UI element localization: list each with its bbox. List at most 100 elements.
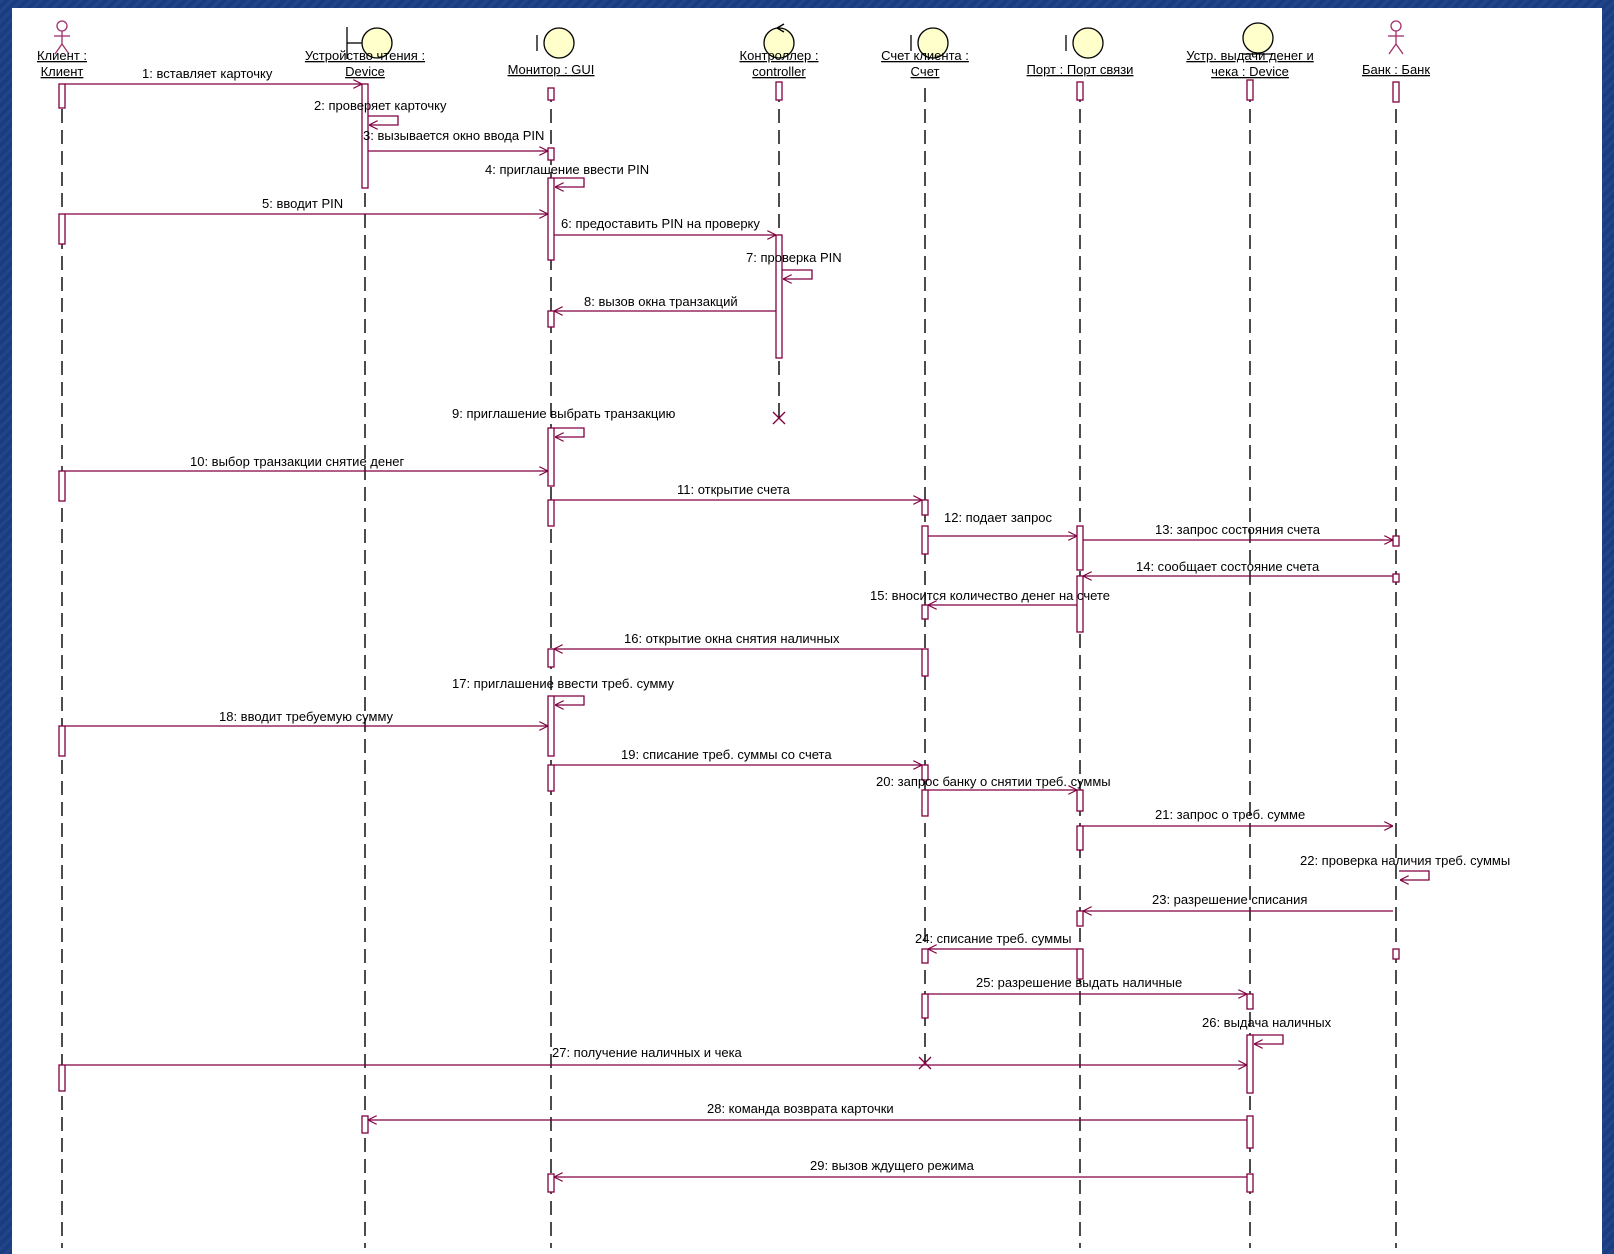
activation-monitor [547,648,555,668]
activation-dispenser [1246,79,1254,101]
activation-port [1076,575,1084,633]
actor-icon [1388,20,1404,55]
message-label: 8: вызов окна транзакций [584,294,738,309]
lifeline-name: Клиент [41,64,84,79]
activation-bank [1392,535,1400,547]
lifelines-layer [61,88,1397,1248]
lifeline-name: Клиент : [37,48,87,63]
message-13: 13: запрос состояния счета [1083,522,1393,540]
activation-port [1076,825,1084,851]
activation-monitor [547,764,555,792]
message-label: 23: разрешение списания [1152,892,1307,907]
message-label: 9: приглашение выбрать транзакцию [452,406,676,421]
message-14: 14: сообщает состояние счета [1083,559,1393,576]
boundary-icon [1065,27,1104,59]
message-label: 5: вводит PIN [262,196,343,211]
message-24: 24: списание треб. суммы [915,931,1077,949]
activation-account [921,789,929,817]
activation-monitor [547,147,555,161]
message-2: 2: проверяет карточку [314,98,447,125]
activation-bank [1392,81,1400,103]
boundary-icon [536,27,575,59]
message-label: 28: команда возврата карточки [707,1101,894,1116]
activation-monitor [547,427,555,487]
message-label: 22: проверка наличия треб. суммы [1300,853,1510,868]
lifeline-name: Банк : Банк [1362,62,1430,77]
message-arrow [554,427,585,437]
lifeline-name: чека : Device [1211,64,1289,79]
lifeline-head-client: Клиент :Клиент [37,20,87,79]
message-21: 21: запрос о треб. сумме [1083,807,1393,826]
lifeline-name: Device [345,64,385,79]
activation-port [1076,948,1084,980]
message-22: 22: проверка наличия треб. суммы [1300,853,1510,880]
message-label: 18: вводит требуемую сумму [219,709,394,724]
activation-dispenser [1246,1115,1254,1149]
message-8: 8: вызов окна транзакций [554,294,776,311]
activation-dispenser [1246,993,1254,1010]
message-23: 23: разрешение списания [1083,892,1393,911]
message-6: 6: предоставить PIN на проверку [554,216,776,235]
message-label: 27: получение наличных и чека [552,1045,743,1060]
activation-port [1076,525,1084,571]
message-9: 9: приглашение выбрать транзакцию [452,406,676,437]
activation-client [58,470,66,502]
message-label: 10: выбор транзакции снятие денег [190,454,405,469]
lifeline-name: Устр. выдачи денег и [1186,48,1314,63]
destroy-marker-controller [772,411,786,425]
message-7: 7: проверка PIN [746,250,842,279]
message-16: 16: открытие окна снятия наличных [554,631,922,649]
activation-reader [361,1115,369,1134]
message-27: 27: получение наличных и чека [65,1045,1247,1065]
activation-account [921,948,929,964]
message-label: 3: вызывается окно ввода PIN [363,128,544,143]
lifeline-head-port: Порт : Порт связи [1027,27,1133,77]
message-label: 17: приглашение ввести треб. сумму [452,676,674,691]
message-label: 6: предоставить PIN на проверку [561,216,760,231]
message-4: 4: приглашение ввести PIN [485,162,649,187]
activation-client [58,83,66,109]
message-arrow [368,115,399,125]
lifeline-name: Cчет [911,64,940,79]
activation-monitor [547,1173,555,1193]
activation-dispenser [1246,1034,1254,1094]
activation-bank [1392,948,1400,960]
actor-icon [54,20,70,55]
message-label: 4: приглашение ввести PIN [485,162,649,177]
message-19: 19: списание треб. суммы со счета [554,747,922,765]
activation-account [921,648,929,677]
message-label: 21: запрос о треб. сумме [1155,807,1305,822]
message-15: 15: вносится количество денег на счете [870,588,1110,605]
message-12: 12: подает запрос [928,510,1077,536]
message-1: 1: вставляет карточку [65,66,362,84]
message-label: 12: подает запрос [944,510,1053,525]
activation-client [58,1064,66,1092]
message-10: 10: выбор транзакции снятие денег [65,454,548,471]
activation-monitor [547,695,555,757]
activation-controller [775,234,783,359]
activation-controller [775,81,783,101]
message-29: 29: вызов ждущего режима [554,1158,1247,1177]
activation-monitor [547,87,555,101]
activation-client [58,725,66,757]
activation-bank [1392,573,1400,583]
lifeline-head-reader: Устройство чтения :Device [305,27,425,79]
lifeline-name: Монитор : GUI [508,62,595,77]
activation-account [921,764,929,781]
activation-dispenser [1246,1173,1254,1193]
activation-monitor [547,310,555,328]
message-26: 26: выдача наличных [1202,1015,1332,1044]
message-label: 15: вносится количество денег на счете [870,588,1110,603]
lifeline-head-bank: Банк : Банк [1362,20,1430,77]
activation-port [1076,789,1084,812]
message-arrow [554,695,585,705]
activation-port [1076,910,1084,927]
message-20: 20: запрос банку о снятии треб. суммы [876,774,1111,790]
activations-layer [58,79,1400,1193]
message-label: 25: разрешение выдать наличные [976,975,1182,990]
message-17: 17: приглашение ввести треб. сумму [452,676,674,705]
message-5: 5: вводит PIN [65,196,548,214]
boundary-icon [346,27,393,59]
